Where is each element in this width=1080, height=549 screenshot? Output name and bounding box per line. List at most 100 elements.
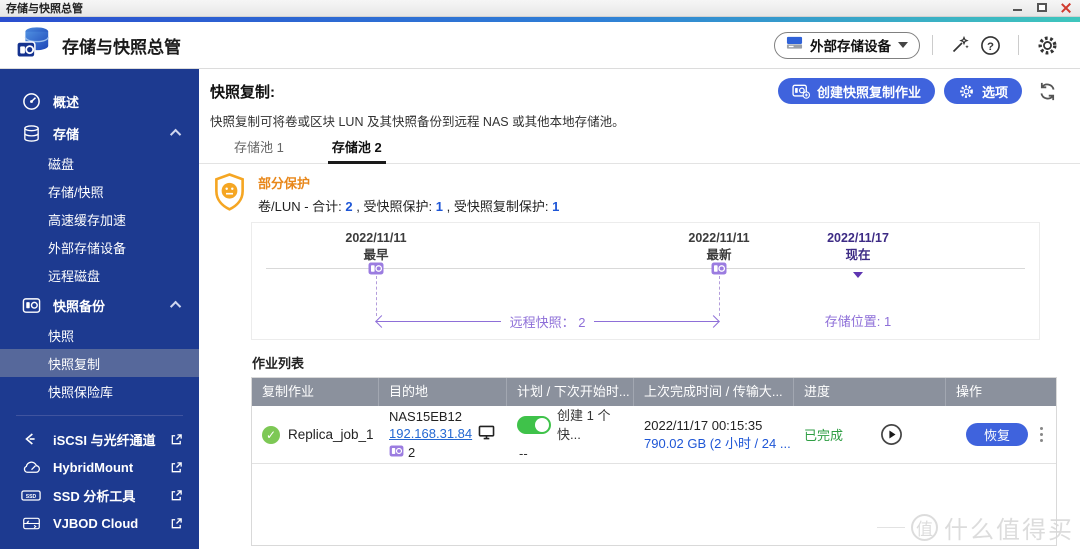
sidebar-item-snapshot-backup[interactable]: 快照备份 (0, 289, 199, 321)
location-label: 存储位置: (824, 314, 881, 329)
snapshot-camera-icon (20, 297, 42, 314)
sidebar-item-external-storage[interactable]: 外部存储设备 (0, 233, 199, 261)
sidebar-item-disks[interactable]: 磁盘 (0, 149, 199, 177)
snapshot-marker-icon[interactable] (711, 262, 727, 280)
sidebar-item-label: 概述 (53, 94, 80, 110)
help-button[interactable]: ? (975, 35, 1006, 56)
minimize-icon (1013, 9, 1022, 11)
restore-button[interactable]: 恢复 (966, 423, 1028, 446)
transferred-size: 790.02 GB (2 小时 / 24 ... (644, 435, 791, 451)
job-table-row[interactable]: ✓ Replica_job_1 NAS15EB12 192.168.31.84 (252, 406, 1056, 464)
external-link-icon (170, 517, 183, 530)
sidebar-item-snapshot-vault[interactable]: 快照保险库 (0, 377, 199, 405)
window-title: 存储与快照总管 (6, 3, 83, 15)
destination-ip-link[interactable]: 192.168.31.84 (389, 426, 473, 441)
ssd-icon: SSD (20, 488, 42, 503)
protection-total-value: 2 (345, 199, 353, 214)
wizard-button[interactable] (945, 35, 975, 55)
location-count: 1 (884, 314, 892, 329)
refresh-button[interactable] (1037, 81, 1058, 102)
iscsi-icon (20, 430, 42, 448)
job-table: 复制作业 目的地 计划 / 下次开始时... 上次完成时间 / 传输大... 进… (251, 377, 1057, 546)
shield-icon (212, 172, 247, 217)
protection-status: 部分保护 (258, 176, 311, 191)
remote-snapshot-range: 远程快照： 2 (376, 312, 719, 331)
start-job-button[interactable] (880, 423, 903, 446)
sidebar-item-storage-snapshots[interactable]: 存储/快照 (0, 177, 199, 205)
sidebar-item-snapshot[interactable]: 快照 (0, 321, 199, 349)
snapshot-badge-icon (389, 444, 404, 461)
window-titlebar: 存储与快照总管 (0, 0, 1080, 17)
sidebar-divider (16, 415, 183, 416)
options-button[interactable]: 选项 (943, 78, 1022, 104)
sidebar-item-label: iSCSI 与光纤通道 (53, 432, 156, 448)
settings-button[interactable] (1031, 34, 1064, 57)
disk-stack-icon (20, 124, 42, 143)
now-pointer-icon (853, 272, 863, 278)
sidebar-item-label: SSD 分析工具 (53, 488, 136, 504)
col-replica-job: 复制作业 (252, 378, 379, 406)
sidebar: 概述 存储 磁盘 存储/快照 高速缓存加速 外部存储设备 远程磁盘 快照备份 快… (0, 69, 199, 549)
protection-replica-label: , 受快照复制保护: (446, 199, 549, 214)
drive-icon (786, 36, 803, 55)
job-table-header: 复制作业 目的地 计划 / 下次开始时... 上次完成时间 / 传输大... 进… (252, 378, 1056, 406)
maximize-icon (1037, 3, 1047, 12)
timeline-now: 2022/11/17 现在 (827, 230, 889, 264)
sidebar-item-storage[interactable]: 存储 (0, 117, 199, 149)
close-button[interactable] (1060, 3, 1072, 13)
sidebar-item-snapshot-replica[interactable]: 快照复制 (0, 349, 199, 377)
timeline-earliest: 2022/11/11 最早 (345, 230, 406, 264)
sidebar-subitem-label: 快照复制 (48, 356, 101, 372)
sidebar-item-vjbod-cloud[interactable]: VJBOD Cloud (0, 509, 199, 537)
sidebar-subitem-label: 远程磁盘 (48, 268, 101, 284)
arrow-left-icon (376, 321, 501, 322)
svg-text:?: ? (987, 40, 994, 52)
external-link-icon (170, 489, 183, 502)
sidebar-item-hybridmount[interactable]: HybridMount (0, 453, 199, 481)
sidebar-item-overview[interactable]: 概述 (0, 85, 199, 117)
remote-count: 2 (578, 315, 586, 330)
options-label: 选项 (981, 84, 1008, 100)
camera-plus-icon (792, 84, 810, 99)
tab-storage-pool-1[interactable]: 存储池 1 (234, 140, 284, 155)
chevron-up-icon (169, 128, 182, 141)
sidebar-subitem-label: 高速缓存加速 (48, 212, 127, 228)
snapshot-timeline: 2022/11/11 最早 2022/11/11 最新 2022/11/17 现… (251, 222, 1040, 340)
sidebar-subitem-label: 快照 (48, 328, 75, 344)
sidebar-item-cache-acceleration[interactable]: 高速缓存加速 (0, 205, 199, 233)
sidebar-item-ssd-analysis[interactable]: SSD SSD 分析工具 (0, 481, 199, 509)
col-last-completed: 上次完成时间 / 传输大... (634, 378, 794, 406)
maximize-button[interactable] (1036, 3, 1048, 13)
schedule-text: 创建 1 个快... (557, 408, 611, 442)
sidebar-item-label: VJBOD Cloud (53, 515, 139, 531)
col-actions: 操作 (956, 384, 983, 399)
external-link-icon (170, 433, 183, 446)
timeline-dash-line (719, 276, 720, 316)
earliest-label: 最早 (363, 248, 389, 262)
vjbod-drive-icon (20, 516, 42, 531)
sidebar-subitem-label: 快照保险库 (48, 384, 114, 400)
sidebar-item-label: HybridMount (53, 459, 134, 475)
earliest-date: 2022/11/11 (345, 231, 407, 245)
sidebar-item-iscsi[interactable]: iSCSI 与光纤通道 (0, 425, 199, 453)
pool-tabs: 存储池 1 存储池 2 (199, 135, 1080, 164)
external-storage-selector[interactable]: 外部存储设备 (774, 31, 920, 59)
job-list-title: 作业列表 (252, 356, 305, 371)
now-label: 现在 (845, 248, 871, 262)
snapshot-marker-icon[interactable] (368, 262, 384, 280)
minimize-button[interactable] (1012, 3, 1024, 13)
col-destination: 目的地 (379, 378, 507, 406)
destination-name: NAS15EB12 (389, 408, 462, 424)
job-name: Replica_job_1 (288, 427, 374, 442)
schedule-toggle[interactable] (517, 416, 551, 434)
protection-replica-value: 1 (552, 199, 560, 214)
latest-date: 2022/11/11 (688, 231, 750, 245)
page-title: 快照复制: (210, 83, 275, 101)
main-content: 快照复制: 创建快照复制作业 选项 (199, 69, 1080, 549)
sidebar-item-remote-disk[interactable]: 远程磁盘 (0, 261, 199, 289)
more-options-button[interactable] (1037, 424, 1046, 445)
schedule-next-start: -- (519, 446, 528, 461)
create-replica-job-button[interactable]: 创建快照复制作业 (777, 78, 935, 104)
tab-storage-pool-2[interactable]: 存储池 2 (327, 135, 386, 164)
timeline-axis (266, 268, 1025, 269)
